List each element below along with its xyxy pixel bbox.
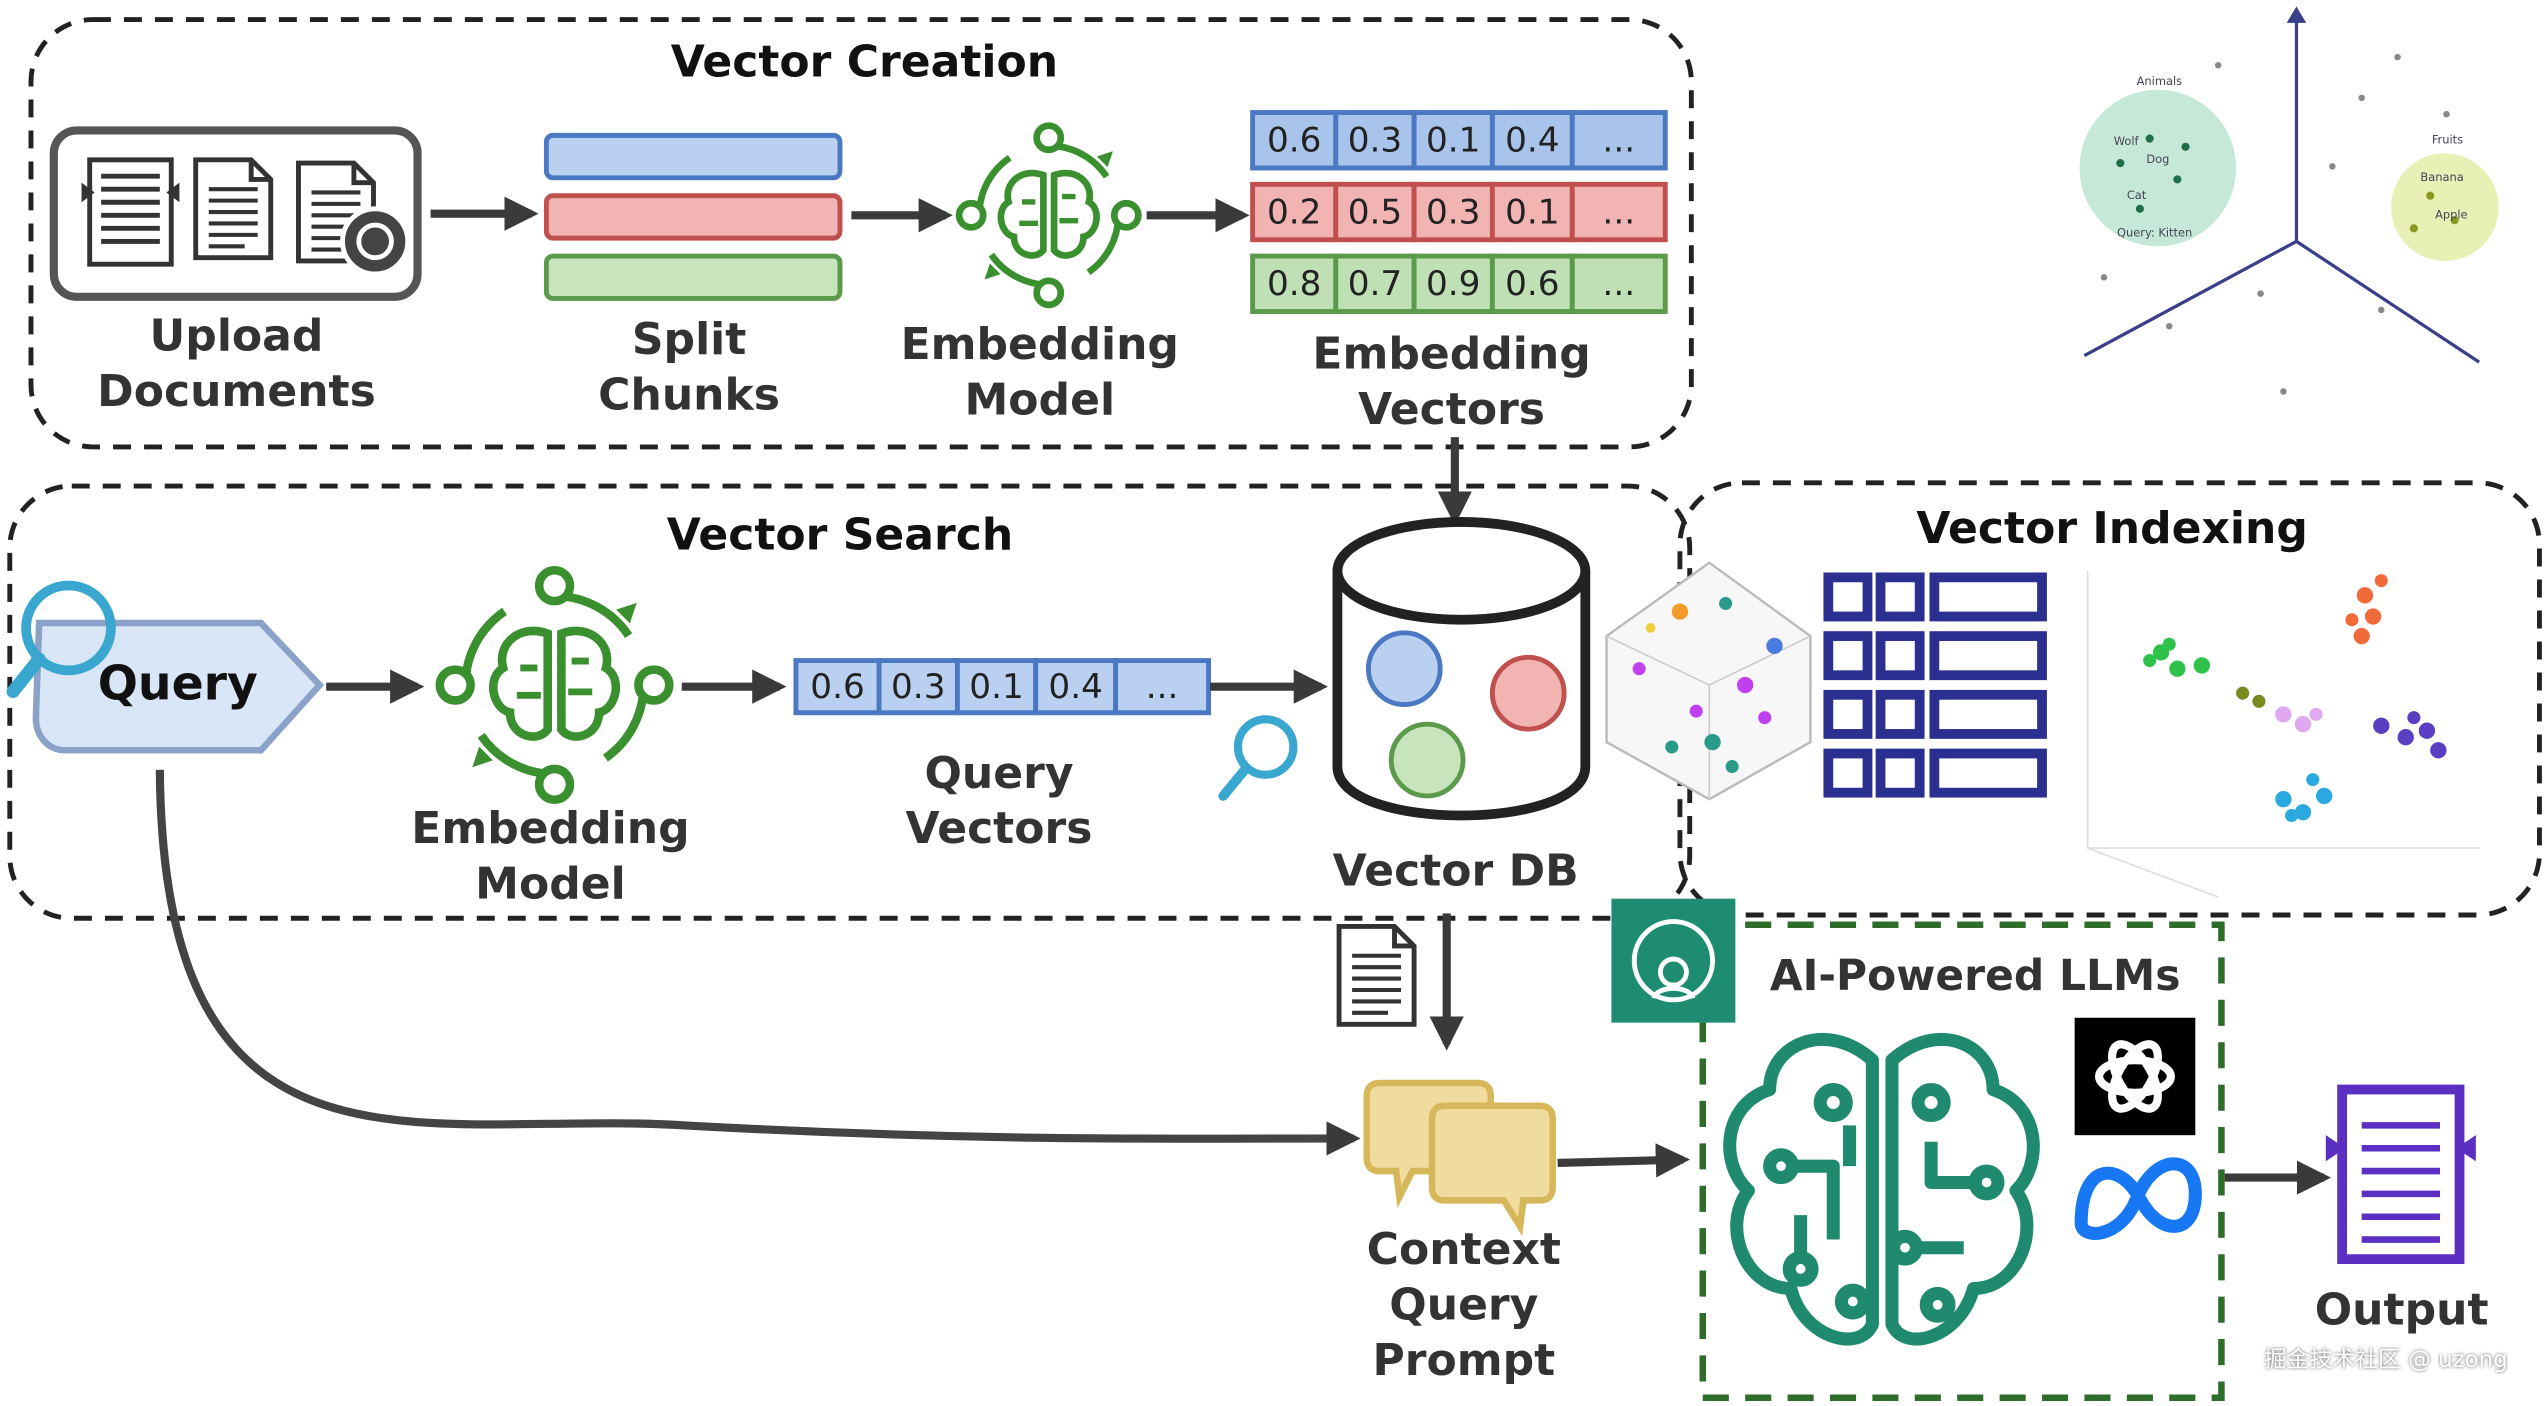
embedding-vector-2-cell-box — [1489, 253, 1575, 314]
search-icon — [6, 580, 116, 699]
query-vector-cell: 0.6 — [810, 667, 865, 707]
query-vector-cell: ... — [1145, 667, 1179, 707]
embedding-vector-0-cell: 0.4 — [1505, 120, 1560, 160]
query-vector-cell: 0.4 — [1048, 667, 1103, 707]
database-icon — [1332, 517, 1591, 821]
plot-label-apple: Apple — [2435, 208, 2468, 222]
query-vector-cell-box — [793, 658, 882, 716]
upload-documents-line1: Upload — [149, 311, 324, 363]
upload-documents-label: Upload Documents — [65, 310, 408, 421]
embedding-vector-1-cell-box — [1411, 181, 1495, 243]
query-label: Query — [97, 655, 258, 712]
split-chunks-line2: Chunks — [598, 370, 781, 421]
vector-search-title: Vector Search — [666, 510, 1014, 562]
small-search-icon — [1218, 715, 1298, 801]
query-vectors-line2: Vectors — [905, 804, 1093, 855]
embedding-vector-0-cell-box — [1333, 110, 1417, 171]
openai-logo — [2074, 1017, 2196, 1136]
embedding-space-plot — [2079, 6, 2499, 395]
document-sync-icon — [298, 163, 411, 277]
llm-title: AI-Powered LLMs — [1769, 952, 2181, 1002]
embedding-vectors-line2: Vectors — [1358, 384, 1546, 436]
split-chunks-label: Split Chunks — [555, 313, 824, 424]
embedding-vector-2-cell: ... — [1602, 264, 1636, 304]
search-embedding-brain-icon — [440, 570, 669, 799]
context-line2: Query — [1389, 1280, 1539, 1331]
vector-indexing-title: Vector Indexing — [1916, 503, 2308, 555]
output-document-icon — [2325, 1084, 2476, 1265]
embedding-vectors-line1: Embedding — [1312, 329, 1591, 381]
embedding-vector-0-cell: 0.1 — [1425, 120, 1481, 160]
embedding-vector-1-cell: 0.5 — [1347, 192, 1403, 232]
llm-brain-icon — [1723, 1033, 2040, 1346]
embedding-model-line2: Model — [964, 375, 1116, 426]
document-icon — [81, 157, 180, 267]
plot-label-dog: Dog — [2146, 153, 2170, 167]
embedding-vector-2-cell: 0.8 — [1266, 264, 1322, 304]
query-vector-cell: 0.1 — [969, 667, 1024, 707]
embedding-vector-2-cell: 0.6 — [1505, 264, 1560, 304]
query-vector-table — [793, 658, 1212, 716]
context-query-prompt-label: Context Query Prompt — [1337, 1223, 1590, 1389]
search-embedding-model-line1: Embedding — [411, 804, 690, 855]
plot-label-query: Query: Kitten — [2117, 226, 2193, 240]
query-vector-cell: 0.3 — [891, 667, 946, 707]
embedding-vector-1-cell-box — [1333, 181, 1417, 243]
search-embedding-model-line2: Model — [475, 859, 626, 911]
plot-label-animals: Animals — [2136, 75, 2183, 89]
vector-db-label: Vector DB — [1332, 846, 1579, 898]
output-label: Output — [2314, 1285, 2489, 1336]
embedding-vector-1-cell-box — [1489, 181, 1575, 243]
embedding-vectors-label: Embedding Vectors — [1288, 328, 1614, 439]
chat-bubbles-icon — [1363, 1079, 1556, 1237]
query-vectors-label: Query Vectors — [864, 747, 1133, 858]
embedding-vector-0-cell: 0.3 — [1347, 120, 1403, 160]
cluster-plot — [2086, 570, 2480, 898]
document-icon — [196, 160, 271, 258]
embedding-vector-1-cell: 0.2 — [1266, 192, 1322, 232]
embedding-vector-1-cell: 0.3 — [1425, 192, 1481, 232]
context-line1: Context — [1366, 1224, 1561, 1276]
vector-creation-title: Vector Creation — [670, 37, 1059, 89]
embedding-vector-0-cell: ... — [1602, 120, 1636, 160]
embedding-vector-0-cell: 0.6 — [1266, 120, 1322, 160]
plot-label-cat: Cat — [2126, 189, 2147, 203]
query-vectors-line1: Query — [924, 748, 1074, 800]
llm-frame — [1699, 921, 2225, 1402]
embedding-model-brain-icon — [959, 126, 1138, 305]
split-chunks-line1: Split — [631, 314, 747, 366]
embedding-vector-2-cell-box — [1411, 253, 1495, 314]
ai-badge-icon — [1611, 898, 1736, 1023]
meta-logo — [2074, 1157, 2202, 1240]
plot-label-banana: Banana — [2420, 171, 2464, 185]
table-icon — [1823, 572, 2047, 798]
embedding-vector-0-cell-box — [1489, 110, 1575, 171]
vector-creation-frame — [28, 17, 1694, 450]
embedding-vector-2-cell: 0.7 — [1347, 264, 1403, 304]
plot-label-wolf: Wolf — [2113, 135, 2139, 149]
plot-label-fruits: Fruits — [2431, 133, 2464, 147]
embedding-vector-1-cell-box — [1569, 181, 1668, 243]
query-vector-cell-box — [1113, 658, 1212, 716]
embedding-vector-2-cell-box — [1333, 253, 1417, 314]
embedding-vector-0-cell-box — [1569, 110, 1668, 171]
vector-cube-plot — [1605, 561, 1812, 801]
embedding-vectors-table — [1250, 110, 1668, 314]
embedding-model-label: Embedding Model — [881, 318, 1199, 429]
upload-documents-line2: Documents — [97, 366, 376, 418]
embedding-vector-2-cell-box — [1569, 253, 1668, 314]
query-vector-cell-box — [876, 658, 960, 716]
context-line3: Prompt — [1372, 1335, 1556, 1387]
embedding-model-line1: Embedding — [900, 319, 1179, 371]
search-embedding-model-label: Embedding Model — [391, 802, 709, 913]
chunks-icon — [543, 132, 843, 301]
embedding-vector-1-cell: ... — [1602, 192, 1636, 232]
watermark: 掘金技术社区 @ uzong — [2263, 1347, 2508, 1374]
embedding-vector-2-cell: 0.9 — [1425, 264, 1481, 304]
retrieved-document-icon — [1339, 926, 1414, 1024]
embedding-vector-1-cell: 0.1 — [1505, 192, 1560, 232]
